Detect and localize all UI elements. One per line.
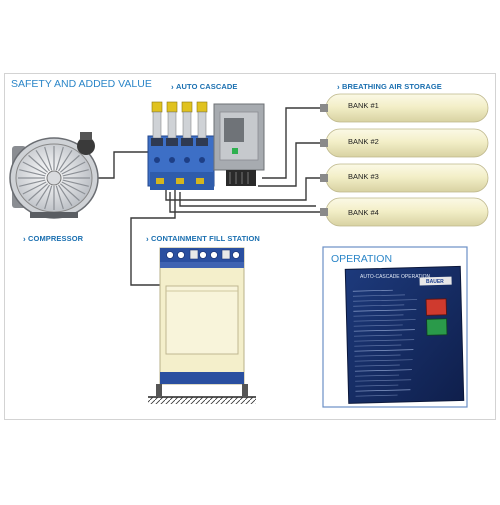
containment-fill-station-label: CONTAINMENT FILL STATION	[151, 234, 260, 243]
cascade-valve	[151, 101, 163, 163]
cylinder-bank-3	[320, 163, 489, 193]
breathing-air-storage-label: BREATHING AIR STORAGE	[342, 82, 442, 91]
chevron-right-icon: ›	[146, 235, 149, 244]
bank-label: BANK #4	[348, 208, 379, 217]
bank-label: BANK #2	[348, 137, 379, 146]
page-title: SAFETY AND ADDED VALUE	[11, 78, 152, 90]
auto-cascade-label: AUTO CASCADE	[176, 82, 238, 91]
piping-lines	[96, 107, 326, 286]
cylinder-bank-2	[320, 128, 489, 158]
diagram-frame	[4, 73, 496, 420]
breathing-air-cylinders	[320, 93, 489, 227]
cascade-valve	[181, 101, 193, 163]
operation-panel-heading: AUTO-CASCADE OPERATION	[360, 274, 431, 280]
bank-label: BANK #3	[348, 172, 379, 181]
chevron-markers: › › › ›	[23, 83, 340, 244]
chevron-right-icon: ›	[23, 235, 26, 244]
chevron-right-icon: ›	[171, 83, 174, 92]
operation-title: OPERATION	[331, 253, 393, 265]
compressor-unit	[9, 132, 99, 219]
cascade-valve	[166, 101, 178, 163]
cylinder-bank-4	[320, 197, 489, 227]
cylinder-bank-1	[320, 93, 489, 123]
brand-logo: BAUER	[426, 279, 444, 285]
fill-station-unit	[148, 247, 256, 404]
cascade-valve	[196, 101, 208, 163]
compressor-label: COMPRESSOR	[28, 234, 84, 243]
operation-panel	[344, 265, 465, 404]
auto-cascade-unit	[147, 101, 265, 190]
chevron-right-icon: ›	[337, 83, 340, 92]
bank-label: BANK #1	[348, 101, 379, 110]
